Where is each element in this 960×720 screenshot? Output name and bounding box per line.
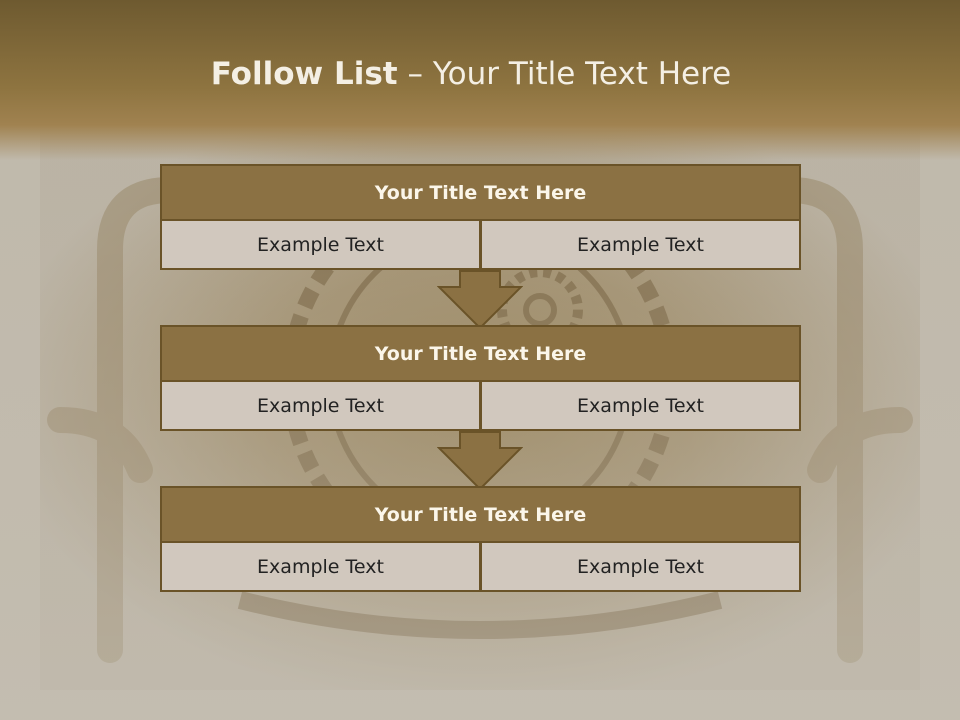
block-row: Example Text Example Text [160,382,801,431]
list-block-1: Your Title Text Here Example Text Exampl… [160,164,801,270]
block-cell-right: Example Text [481,543,801,592]
block-title: Your Title Text Here [160,164,801,221]
list-block-2: Your Title Text Here Example Text Exampl… [160,325,801,431]
down-arrow-icon [437,431,523,491]
block-cell-left: Example Text [160,221,481,270]
block-row: Example Text Example Text [160,221,801,270]
block-title: Your Title Text Here [160,325,801,382]
slide-title-rest: – Your Title Text Here [397,56,732,92]
block-cell-right: Example Text [481,221,801,270]
block-row: Example Text Example Text [160,543,801,592]
title-bar [0,0,960,160]
down-arrow-icon [437,270,523,330]
block-cell-left: Example Text [160,382,481,431]
list-block-3: Your Title Text Here Example Text Exampl… [160,486,801,592]
block-cell-right: Example Text [481,382,801,431]
slide-title-bold: Follow List [210,56,398,92]
block-title: Your Title Text Here [160,486,801,543]
block-cell-left: Example Text [160,543,481,592]
slide-title: Follow List – Your Title Text Here [0,56,942,100]
